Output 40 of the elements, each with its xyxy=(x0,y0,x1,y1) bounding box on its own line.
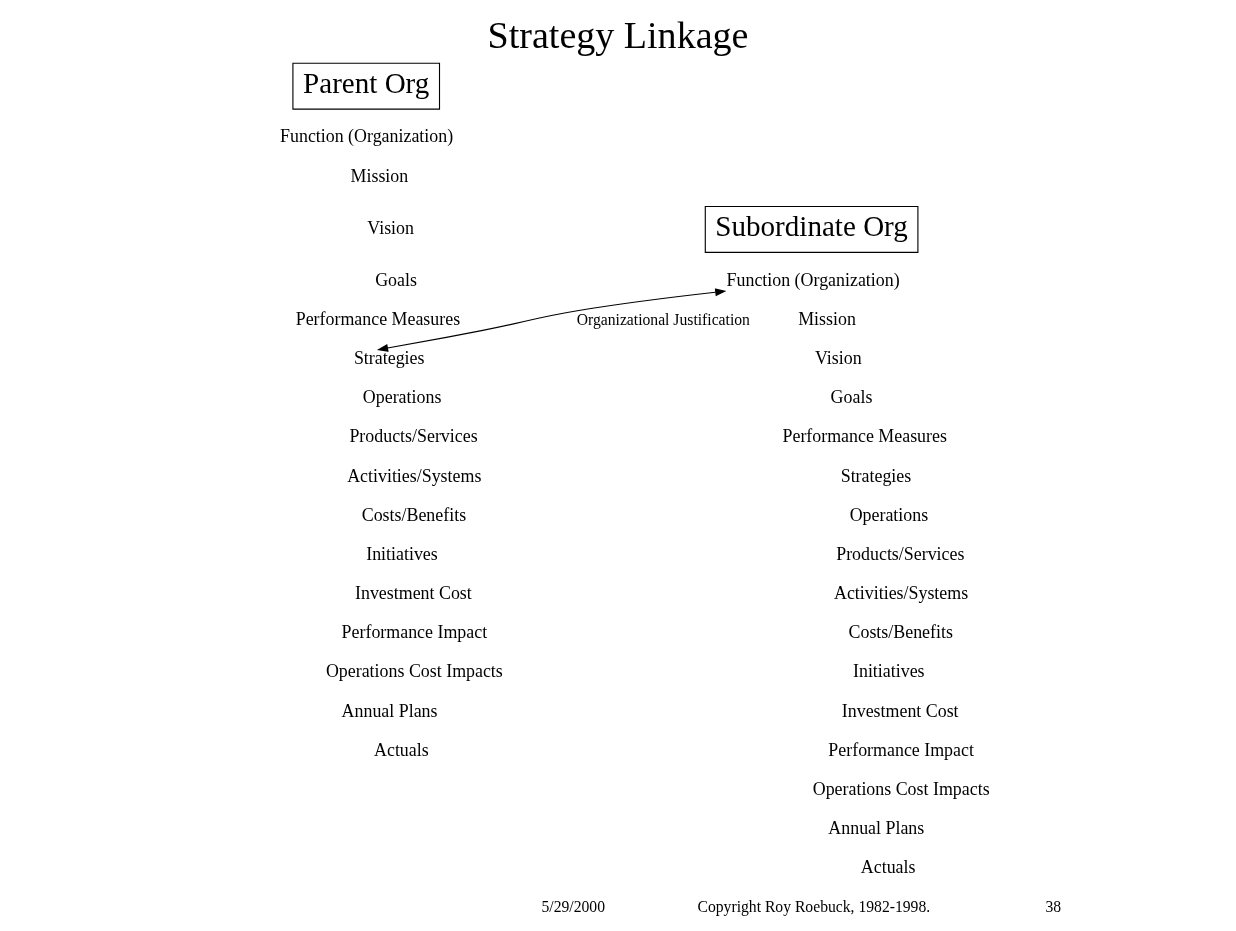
edge-label: Organizational Justification xyxy=(576,310,750,328)
label: Operations Cost Impacts xyxy=(812,778,990,799)
label: Operations xyxy=(362,387,442,408)
label: Products/Services xyxy=(836,543,965,564)
label: Activities/Systems xyxy=(833,583,969,603)
label: Investment Cost xyxy=(355,583,472,603)
label: Costs/Benefits xyxy=(848,622,953,643)
label: Initiatives xyxy=(366,543,438,564)
label: Annual Plans xyxy=(828,818,925,838)
label: 38 xyxy=(1045,898,1062,916)
label: Mission xyxy=(798,308,856,329)
label: Goals xyxy=(375,269,417,290)
label: Activities/Systems xyxy=(347,465,482,486)
label: Operations xyxy=(849,504,929,525)
diagram-title: Strategy Linkage xyxy=(487,13,749,56)
arrow xyxy=(376,288,727,352)
label: Copyright Roy Roebuck, 1982-1998. xyxy=(697,898,931,916)
label: Products/Services xyxy=(349,426,478,447)
label: Goals xyxy=(830,387,873,408)
label: Investment Cost xyxy=(841,700,959,721)
label: Operations Cost Impacts xyxy=(325,661,503,682)
node-text: Strategies xyxy=(353,348,425,368)
label: Mission xyxy=(350,165,409,186)
label: Performance Impact xyxy=(828,739,974,760)
label: 5/29/2000 xyxy=(541,898,605,916)
label: Strategies xyxy=(840,465,912,486)
label: Performance Impact xyxy=(341,622,488,643)
node-box: Subordinate Org xyxy=(704,205,919,253)
node-text: Function (Organization) xyxy=(726,269,900,290)
label: Actuals xyxy=(374,739,429,760)
label: Costs/Benefits xyxy=(361,504,467,525)
node-box: Parent Org xyxy=(292,62,441,110)
label: Vision xyxy=(814,348,862,368)
label: Performance Measures xyxy=(782,426,947,447)
label: Vision xyxy=(367,217,414,238)
label: Annual Plans xyxy=(341,700,438,721)
label: Function (Organization) xyxy=(280,126,454,147)
label: Initiatives xyxy=(853,661,925,682)
label: Actuals xyxy=(860,857,916,878)
label: Performance Measures xyxy=(295,308,461,329)
